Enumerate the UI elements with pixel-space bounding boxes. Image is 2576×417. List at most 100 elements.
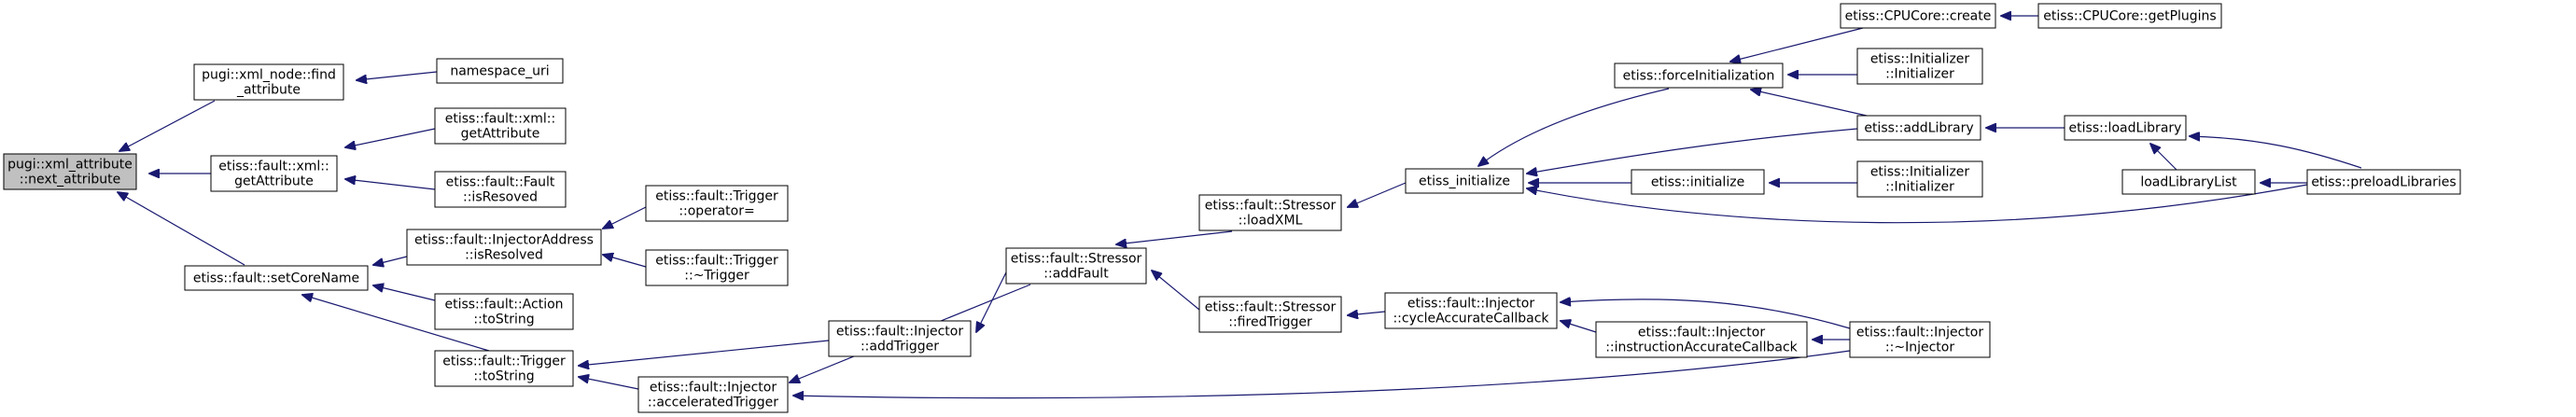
node-label: ::addFault — [1043, 267, 1109, 282]
node-fault_resolved[interactable]: etiss::fault::Fault::isResoved — [434, 171, 567, 208]
node-action_str[interactable]: etiss::fault::Action::toString — [434, 293, 574, 330]
edges-layer — [118, 16, 2362, 398]
node-label: etiss::addLibrary — [1864, 121, 1973, 136]
node-label: ::operator= — [679, 204, 754, 219]
node-box — [1384, 292, 1558, 329]
edge-add_lib-to-force_init — [1751, 90, 1868, 117]
node-label: ::Initializer — [1885, 180, 1954, 195]
node-init1[interactable]: etiss::Initializer::Initializer — [1856, 48, 1983, 85]
node-box — [210, 155, 338, 192]
node-label: ::addTrigger — [861, 340, 939, 354]
edge-trig_str-to-set_core — [302, 295, 490, 352]
node-find_attr[interactable]: pugi::xml_node::find_attribute — [193, 63, 344, 101]
node-label: ::next_attribute — [20, 173, 121, 188]
node-label: etiss::fault::Injector — [1856, 326, 1983, 341]
node-instr_cb[interactable]: etiss::fault::Injector::instructionAccur… — [1595, 321, 1808, 358]
edge-set_core-to-root — [118, 192, 245, 266]
edge-fired_trig-to-add_fault — [1152, 271, 1200, 311]
node-label: etiss::fault::Injector — [1407, 297, 1534, 312]
node-box — [2064, 115, 2187, 141]
node-label: etiss::Initializer — [1870, 165, 1970, 180]
node-initialize[interactable]: etiss::initialize — [1631, 169, 1765, 195]
edge-load_lib_list-to-load_lib — [2150, 144, 2177, 171]
edge-find_attr-to-root — [119, 100, 216, 151]
edge-preload-to-etiss_init — [1527, 184, 2308, 224]
node-box — [645, 249, 789, 286]
node-label: etiss::fault::Action — [444, 298, 563, 313]
node-label: etiss::CPUCore::getPlugins — [2043, 9, 2216, 24]
node-label: etiss::Initializer — [1870, 52, 1970, 67]
node-label: etiss::fault::Trigger — [655, 189, 778, 204]
node-box — [1198, 296, 1342, 333]
edge-cycle_cb-to-fired_trig — [1348, 312, 1386, 315]
node-box — [3, 153, 137, 190]
node-set_core[interactable]: etiss::fault::setCoreName — [184, 265, 369, 291]
edge-trig_op-to-inj_addr — [603, 206, 647, 229]
node-label: ::cycleAccurateCallback — [1393, 312, 1549, 327]
node-box — [1614, 63, 1784, 89]
edge-preload-to-load_lib — [2190, 136, 2362, 169]
node-label: namespace_uri — [450, 64, 549, 79]
node-add_fault[interactable]: etiss::fault::Stressor::addFault — [1005, 247, 1147, 285]
node-label: ::~Trigger — [684, 269, 749, 284]
node-add_trig[interactable]: etiss::fault::Injector::addTrigger — [828, 320, 972, 357]
edge-trig_dtor-to-inj_addr — [603, 255, 647, 268]
node-box — [2306, 169, 2461, 195]
node-box — [645, 185, 789, 222]
node-box — [828, 320, 972, 357]
node-box — [434, 350, 574, 387]
node-box — [1198, 194, 1342, 231]
node-box — [184, 265, 369, 291]
node-label: etiss::fault::Stressor — [1205, 300, 1337, 315]
node-fired_trig[interactable]: etiss::fault::Stressor::firedTrigger — [1198, 296, 1342, 333]
edge-instr_cb-to-cycle_cb — [1561, 321, 1597, 333]
node-label: etiss::fault::Injector — [650, 381, 777, 396]
node-box — [637, 376, 789, 413]
edge-action_str-to-set_core — [373, 285, 436, 301]
node-root[interactable]: pugi::xml_attribute::next_attribute — [3, 153, 137, 190]
edge-add_fault-to-add_trig — [976, 271, 1007, 332]
node-label: ::instructionAccurateCallback — [1605, 341, 1798, 355]
node-box — [1856, 115, 1981, 141]
node-box — [1856, 48, 1983, 85]
node-ns_uri[interactable]: namespace_uri — [436, 58, 564, 84]
edge-add_trig-to-trig_str — [579, 340, 830, 366]
node-label: etiss::fault::Injector — [836, 325, 963, 340]
node-inj_dtor[interactable]: etiss::fault::Injector::~Injector — [1849, 321, 1991, 358]
node-get_plugins[interactable]: etiss::CPUCore::getPlugins — [2037, 3, 2222, 29]
node-box — [1849, 321, 1991, 358]
node-cycle_cb[interactable]: etiss::fault::Injector::cycleAccurateCal… — [1384, 292, 1558, 329]
node-cpu_create[interactable]: etiss::CPUCore::create — [1840, 3, 1996, 29]
node-label: _attribute — [236, 83, 301, 98]
edge-inj_addr-to-set_core — [373, 256, 408, 265]
node-acc_trig[interactable]: etiss::fault::Injector::acceleratedTrigg… — [637, 376, 789, 413]
node-load_lib_list[interactable]: loadLibraryList — [2121, 169, 2256, 195]
node-label: etiss::fault::setCoreName — [193, 271, 359, 286]
node-label: ::acceleratedTrigger — [648, 396, 778, 410]
edge-cpu_create-to-force_init — [1730, 27, 1864, 62]
node-load_lib[interactable]: etiss::loadLibrary — [2064, 115, 2187, 141]
node-add_lib[interactable]: etiss::addLibrary — [1856, 115, 1981, 141]
node-xml_get2[interactable]: etiss::fault::xml::getAttribute — [434, 107, 567, 145]
node-label: etiss::loadLibrary — [2069, 121, 2182, 136]
node-trig_dtor[interactable]: etiss::fault::Trigger::~Trigger — [645, 249, 789, 286]
node-label: ::Initializer — [1885, 67, 1954, 82]
node-label: etiss::forceInitialization — [1623, 69, 1775, 84]
node-load_xml[interactable]: etiss::fault::Stressor::loadXML — [1198, 194, 1342, 231]
node-force_init[interactable]: etiss::forceInitialization — [1614, 63, 1784, 89]
node-label: etiss::fault::Stressor — [1205, 199, 1337, 214]
node-label: ::isResoved — [463, 190, 538, 205]
node-trig_op[interactable]: etiss::fault::Trigger::operator= — [645, 185, 789, 222]
node-preload[interactable]: etiss::preloadLibraries — [2306, 169, 2461, 195]
node-label: etiss::initialize — [1651, 175, 1744, 190]
node-label: ::~Injector — [1885, 341, 1954, 355]
node-label: ::toString — [473, 369, 534, 384]
node-label: etiss::fault::xml:: — [218, 160, 329, 174]
edge-xml_get2-to-xml_get — [345, 128, 436, 147]
node-xml_get[interactable]: etiss::fault::xml::getAttribute — [210, 155, 338, 192]
node-inj_addr[interactable]: etiss::fault::InjectorAddress::isResolve… — [406, 229, 602, 266]
node-init2[interactable]: etiss::Initializer::Initializer — [1856, 160, 1983, 198]
node-trig_str[interactable]: etiss::fault::Trigger::toString — [434, 350, 574, 387]
node-etiss_init[interactable]: etiss_initialize — [1405, 168, 1524, 194]
